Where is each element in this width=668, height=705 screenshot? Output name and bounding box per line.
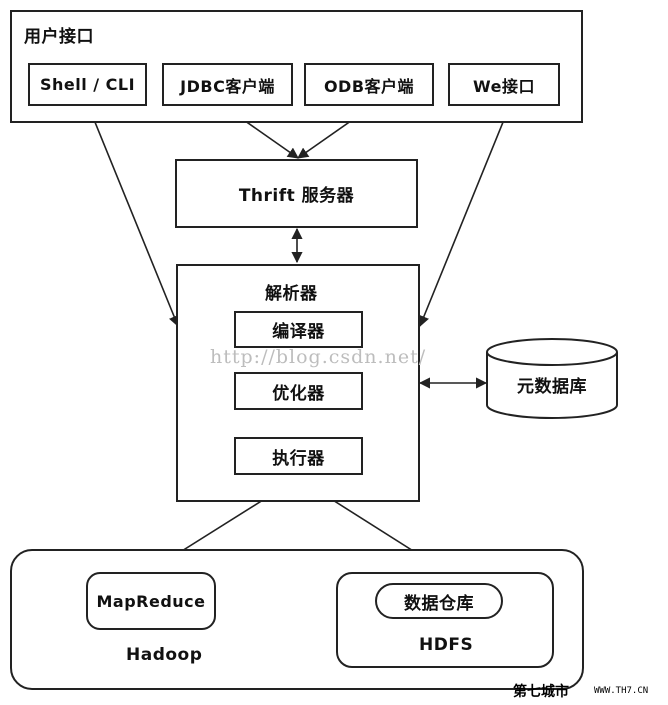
web-interface-box: We接口 (448, 63, 560, 106)
watermark: http://blog.csdn.net/ (210, 346, 427, 368)
executor-box: 执行器 (234, 437, 363, 475)
parser-title: 解析器 (265, 284, 318, 304)
site-logo: 第七城市 (513, 684, 569, 700)
metastore-cylinder-icon (486, 338, 618, 419)
arrow-web-to-parser (418, 104, 511, 328)
user-interface-title: 用户接口 (24, 27, 94, 47)
compiler-box: 编译器 (234, 311, 363, 348)
mapreduce-box: MapReduce (86, 572, 216, 630)
thrift-server-box: Thrift 服务器 (175, 159, 418, 228)
metastore-label: 元数据库 (517, 376, 587, 397)
hadoop-title: Hadoop (126, 645, 203, 665)
odb-client-box: ODB客户端 (304, 63, 434, 106)
jdbc-client-box: JDBC客户端 (162, 63, 293, 106)
optimizer-box: 优化器 (234, 372, 363, 410)
shell-cli-box: Shell / CLI (28, 63, 147, 106)
hdfs-title: HDFS (419, 635, 474, 655)
data-warehouse-pill: 数据仓库 (375, 583, 503, 619)
site-url: WWW.TH7.CN (594, 686, 649, 696)
arrow-shell-to-parser (87, 104, 180, 328)
